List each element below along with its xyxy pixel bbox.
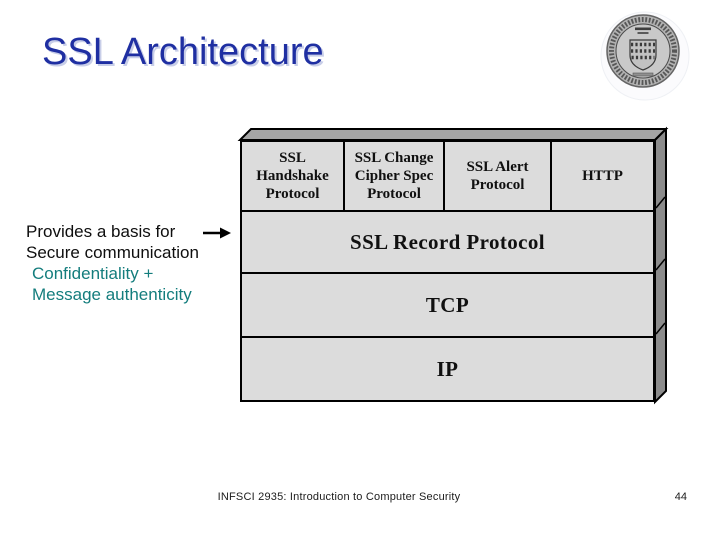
cell-line: Protocol (265, 186, 320, 202)
footer-course-label: INFSCI 2935: Introduction to Computer Se… (217, 491, 461, 503)
diagram-cell-ssl-alert-protocol: SSL Alert Protocol (443, 142, 550, 210)
cell-line: Cipher Spec (354, 168, 434, 184)
annotation-line-3: Confidentiality + (32, 264, 154, 283)
cell-line: HTTP (582, 168, 623, 184)
diagram-layer-tcp: TCP (242, 272, 653, 336)
cell-line: SSL Change (354, 150, 434, 166)
diagram-cell-http: HTTP (550, 142, 653, 210)
cell-line: Protocol (367, 186, 421, 202)
right-arrow-icon (203, 227, 231, 239)
diagram-layer-ip: IP (242, 336, 653, 400)
cell-line: Handshake (256, 168, 329, 184)
cell-line: SSL Alert (466, 159, 529, 175)
diagram-cell-ssl-change-cipher-spec-protocol: SSL Change Cipher Spec Protocol (343, 142, 443, 210)
cell-line: SSL (279, 150, 306, 166)
slide-title: SSL Architecture (42, 31, 324, 73)
stack-row-top: SSL Handshake Protocol SSL Change Cipher… (242, 142, 653, 210)
protocol-stack-diagram: SSL Handshake Protocol SSL Change Cipher… (240, 140, 655, 402)
layer-label: SSL Record Protocol (349, 229, 546, 254)
diagram-cell-ssl-handshake-protocol: SSL Handshake Protocol (242, 142, 343, 210)
layer-label: TCP (425, 292, 470, 317)
layer-label: IP (436, 356, 459, 381)
diagram-layer-ssl-record-protocol: SSL Record Protocol (242, 210, 653, 272)
annotation-line-4: Message authenticity (32, 285, 192, 304)
university-seal-icon (600, 11, 690, 101)
annotation-text: Provides a basis for Secure communicatio… (26, 221, 231, 305)
cell-line: Protocol (470, 177, 525, 193)
page-number: 44 (674, 491, 687, 503)
annotation-line-1: Provides a basis for (26, 222, 176, 241)
annotation-line-2: Secure communication (26, 243, 199, 262)
